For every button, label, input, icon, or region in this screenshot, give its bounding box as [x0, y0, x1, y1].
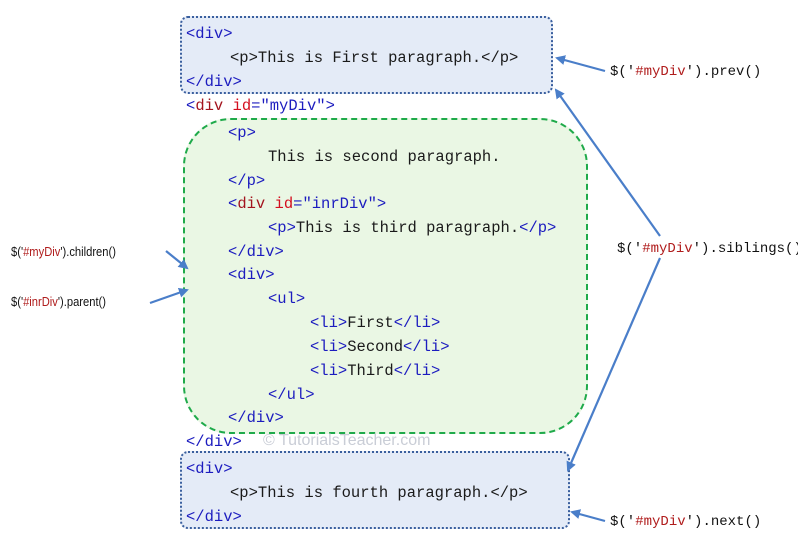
prev-sibling-box	[180, 16, 553, 94]
arrow-siblings-to-prev	[554, 88, 661, 237]
code-line-p-text: This is second paragraph.	[268, 148, 501, 166]
parent-method-label: $('#inrDiv').parent()	[11, 294, 107, 309]
code-line-prev-open: <div>	[186, 25, 233, 43]
code-line-prev-close: </div>	[186, 73, 242, 91]
code-line-li-first: <li>First</li>	[310, 314, 441, 332]
code-line-div2-close: </div>	[228, 409, 284, 427]
code-line-p-open: <p>	[228, 124, 256, 142]
code-line-next-open: <div>	[186, 460, 233, 478]
arrow-prev	[555, 55, 606, 73]
arrow-siblings-to-next	[566, 257, 662, 472]
code-line-inrdiv-close: </div>	[228, 243, 284, 261]
children-box	[183, 118, 588, 434]
code-line-div2-open: <div>	[228, 266, 275, 284]
code-line-third-paragraph: <p>This is third paragraph.</p>	[268, 219, 557, 237]
code-line-ul-open: <ul>	[268, 290, 306, 308]
next-method-label: $('#myDiv').next()	[610, 514, 762, 530]
code-line-li-third: <li>Third</li>	[310, 362, 441, 380]
arrow-children	[165, 250, 189, 270]
arrow-parent	[149, 287, 189, 305]
next-sibling-box	[180, 451, 570, 529]
code-line-prev-paragraph: <p>This is First paragraph.</p>	[230, 49, 519, 67]
code-line-mydiv-open: <div id="myDiv">	[186, 97, 335, 115]
prev-method-label: $('#myDiv').prev()	[610, 64, 762, 80]
code-line-next-close: </div>	[186, 508, 242, 526]
children-method-label: $('#myDiv').children()	[11, 244, 116, 259]
code-line-li-second: <li>Second</li>	[310, 338, 450, 356]
code-line-mydiv-close: </div>	[186, 433, 242, 451]
code-line-inrdiv-open: <div id="inrDiv">	[228, 195, 387, 213]
code-line-next-paragraph: <p>This is fourth paragraph.</p>	[230, 484, 528, 502]
code-line-p-close: </p>	[228, 172, 266, 190]
siblings-method-label: $('#myDiv').siblings()	[617, 241, 798, 257]
code-line-ul-close: </ul>	[268, 386, 315, 404]
arrow-next	[570, 509, 606, 523]
watermark: © TutorialsTeacher.com	[263, 432, 431, 449]
